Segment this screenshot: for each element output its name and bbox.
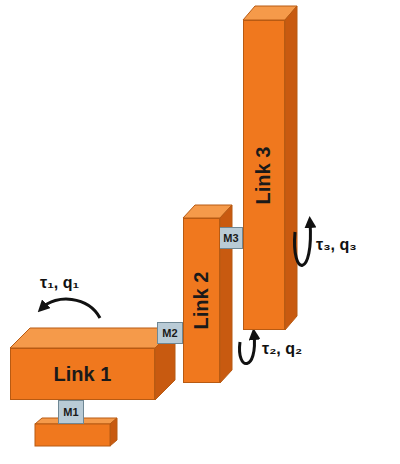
- motor-box: M2: [157, 322, 183, 344]
- base-side: [110, 418, 117, 446]
- base-block: [35, 424, 110, 446]
- motor-name: M2: [162, 327, 177, 339]
- torque-label: τ₁, q₁: [40, 274, 79, 292]
- link-body: Link 2: [183, 218, 220, 383]
- motor-box: M3: [219, 227, 243, 249]
- motor-name: M3: [223, 232, 238, 244]
- link-name: Link 2: [190, 272, 213, 330]
- rotation-arrow: [295, 222, 311, 265]
- torque-label: τ₂, q₂: [262, 340, 302, 358]
- link-name: Link 1: [54, 363, 112, 386]
- link-body: Link 3: [243, 20, 285, 330]
- link-name: Link 3: [253, 146, 276, 204]
- link-body: Link 1: [10, 348, 155, 400]
- rotation-arrow: [240, 334, 255, 364]
- rotation-arrow: [42, 299, 100, 318]
- motor-name: M1: [63, 406, 78, 418]
- motor-box: M1: [58, 400, 84, 424]
- link-side-face: [285, 6, 297, 330]
- torque-label: τ₃, q₃: [316, 236, 357, 254]
- link-top-face: [10, 328, 175, 348]
